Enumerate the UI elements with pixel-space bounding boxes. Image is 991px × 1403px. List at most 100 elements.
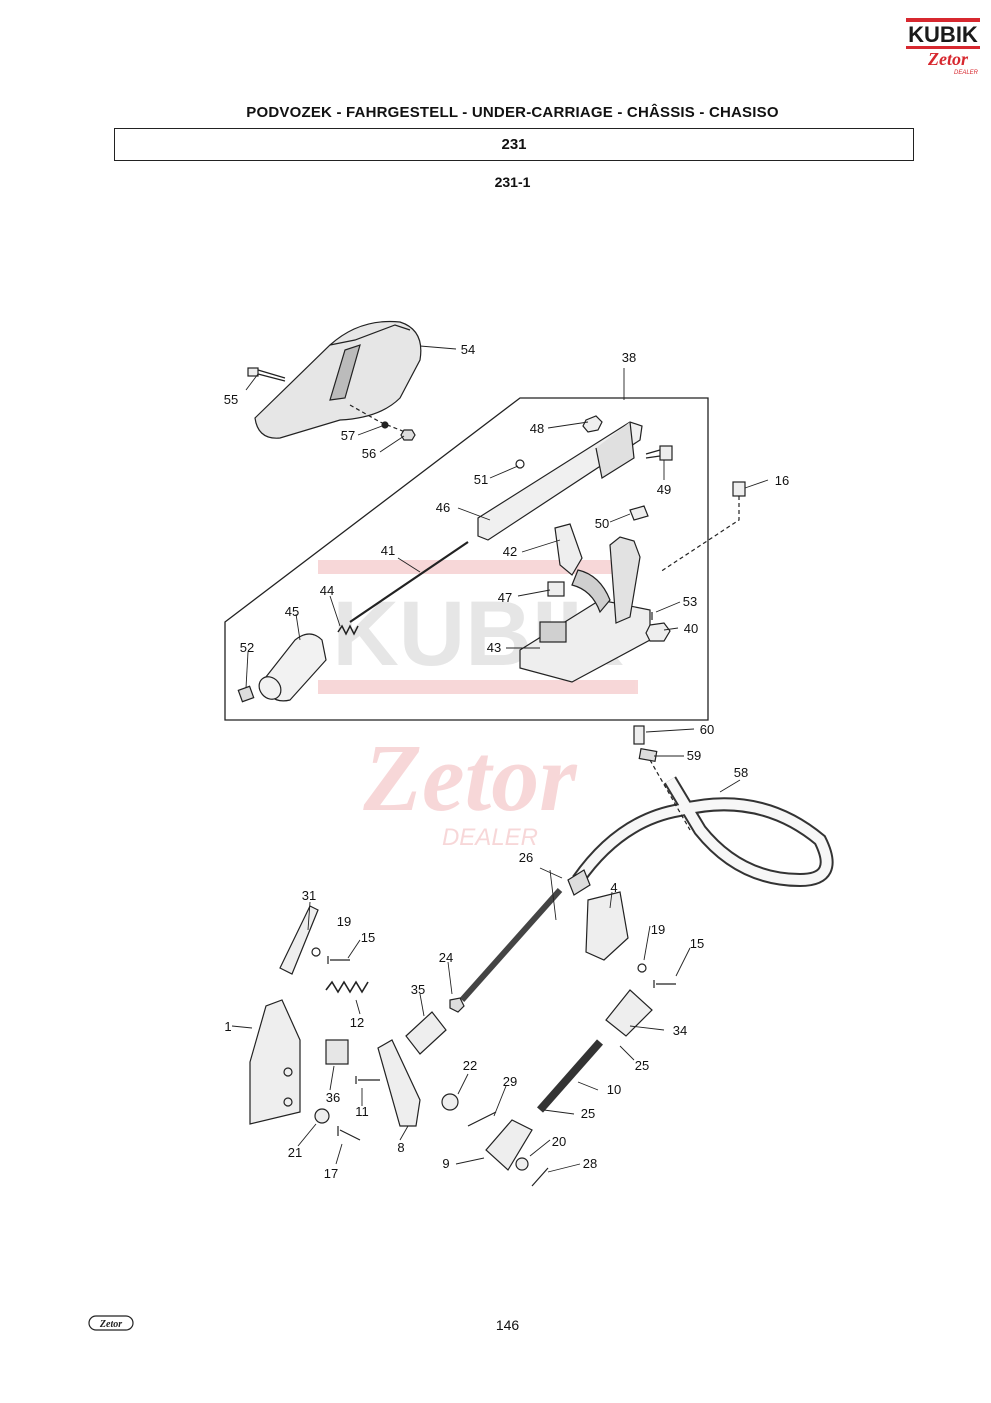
- fork-35: [405, 1011, 447, 1055]
- page-number: 146: [495, 1317, 520, 1333]
- callout-24: 24: [439, 950, 453, 965]
- nut-56: [400, 429, 416, 441]
- callout-22: 22: [463, 1058, 477, 1073]
- leader-lines: [231, 345, 769, 1173]
- bracket-4: [585, 891, 629, 961]
- callout-31: 31: [302, 888, 316, 903]
- pawl-42: [554, 523, 583, 576]
- watermark-zetor-text: Zetor: [362, 724, 578, 831]
- pin-28: [531, 1167, 549, 1187]
- callout-42: 42: [503, 544, 517, 559]
- clip-51: [515, 459, 525, 469]
- clip-47: [547, 581, 565, 597]
- callout-36: 36: [326, 1090, 340, 1105]
- washer-57: [381, 421, 389, 429]
- bolt-17: [337, 1126, 361, 1141]
- callout-52: 52: [240, 640, 254, 655]
- logo-kubik-text: KUBIK: [908, 22, 978, 47]
- watermark: KUBIK Zetor DEALER: [318, 560, 638, 851]
- callout-44: 44: [320, 583, 334, 598]
- lever-cover-54: [254, 320, 422, 439]
- callout-43: 43: [487, 640, 501, 655]
- rod-10: [537, 1039, 603, 1113]
- pin-50: [629, 505, 649, 521]
- nut-48: [582, 415, 603, 433]
- callout-9: 9: [442, 1156, 449, 1171]
- callout-19a: 19: [337, 914, 351, 929]
- callout-48: 48: [530, 421, 544, 436]
- adjuster-26: [567, 869, 591, 896]
- callout-47: 47: [498, 590, 512, 605]
- callout-1: 1: [224, 1019, 231, 1034]
- callout-10: 10: [607, 1082, 621, 1097]
- lever-8: [377, 1039, 421, 1127]
- callout-34: 34: [673, 1023, 687, 1038]
- callout-28: 28: [583, 1156, 597, 1171]
- callouts: 54 55 57 56 38 48 49 51 16 46 50 41 42 4…: [224, 342, 789, 1181]
- sub-code: 231-1: [494, 174, 531, 190]
- callout-41: 41: [381, 543, 395, 558]
- callout-15b: 15: [690, 936, 704, 951]
- bolt-11: [355, 1076, 380, 1084]
- callout-45: 45: [285, 604, 299, 619]
- callout-57: 57: [341, 428, 355, 443]
- callout-25b: 25: [581, 1106, 595, 1121]
- washer-19b: [637, 963, 647, 973]
- base-plate-43: [519, 536, 651, 683]
- callout-35: 35: [411, 982, 425, 997]
- rod-41: [349, 541, 469, 623]
- kubik-zetor-logo: KUBIK Zetor DEALER: [906, 18, 980, 76]
- callout-55: 55: [224, 392, 238, 407]
- callout-26: 26: [519, 850, 533, 865]
- callout-53: 53: [683, 594, 697, 609]
- callout-58: 58: [734, 765, 748, 780]
- callout-4: 4: [610, 880, 617, 895]
- pin-29: [467, 1111, 497, 1127]
- callout-11: 11: [355, 1104, 369, 1119]
- callout-16: 16: [775, 473, 789, 488]
- spring-12: [325, 980, 369, 994]
- callout-38: 38: [622, 350, 636, 365]
- callout-59: 59: [687, 748, 701, 763]
- bolt-15a: [327, 956, 350, 964]
- callout-19b: 19: [651, 922, 665, 937]
- bar-46: [477, 421, 643, 541]
- washer-21: [314, 1108, 330, 1124]
- washer-20: [515, 1157, 529, 1171]
- logo-zetor-text: Zetor: [927, 49, 969, 69]
- threaded-rod: [459, 888, 563, 1002]
- callout-51: 51: [474, 472, 488, 487]
- callout-25a: 25: [635, 1058, 649, 1073]
- nut-24: [449, 997, 465, 1013]
- washer-19a: [311, 947, 321, 957]
- callout-8: 8: [397, 1140, 404, 1155]
- group-code-box: 231: [114, 128, 914, 161]
- handle-45: [258, 633, 327, 702]
- spring-44: [337, 624, 359, 636]
- bolt-15b: [653, 980, 676, 988]
- callout-40: 40: [684, 621, 698, 636]
- cap-52: [237, 685, 255, 703]
- screw-55: [247, 367, 286, 382]
- callout-60: 60: [700, 722, 714, 737]
- bracket-1: [249, 999, 301, 1125]
- lever-31: [279, 905, 319, 975]
- callout-56: 56: [362, 446, 376, 461]
- washer-22: [441, 1093, 459, 1111]
- bolt-16: [659, 481, 746, 573]
- watermark-dealer-text: DEALER: [442, 824, 538, 851]
- ferrule-59: [638, 747, 658, 763]
- callout-49: 49: [657, 482, 671, 497]
- clevis-9: [485, 1119, 533, 1171]
- bolt-49: [645, 445, 673, 461]
- footer-zetor-logo: Zetor: [88, 1315, 134, 1331]
- callout-12: 12: [350, 1015, 364, 1030]
- logo-dealer-text: DEALER: [954, 70, 979, 76]
- fork-34: [605, 989, 653, 1037]
- callout-21: 21: [288, 1145, 302, 1160]
- callout-15a: 15: [361, 930, 375, 945]
- callout-46: 46: [436, 500, 450, 515]
- page-title: PODVOZEK - FAHRGESTELL - UNDER-CARRIAGE …: [246, 104, 779, 121]
- callout-54: 54: [461, 342, 475, 357]
